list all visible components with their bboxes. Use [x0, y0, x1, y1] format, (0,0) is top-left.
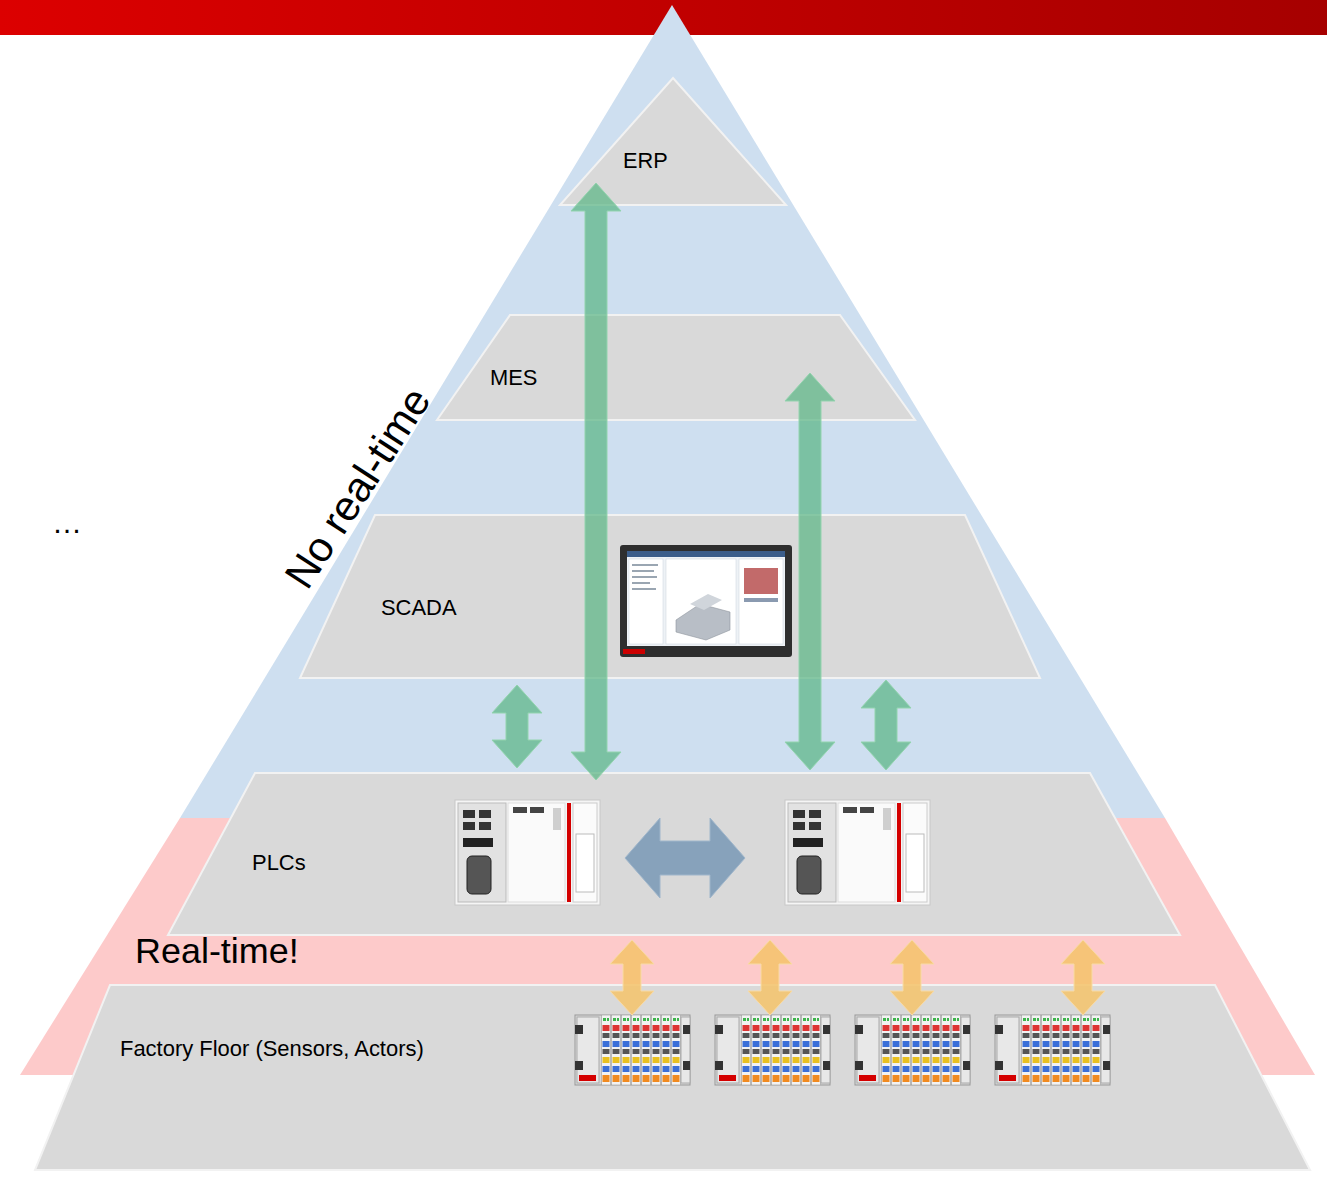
plc-device	[455, 800, 600, 905]
layer-label-holder: MES	[490, 365, 909, 390]
io-terminal	[995, 1015, 1110, 1085]
flow-arrow	[785, 373, 835, 770]
screen-panel	[629, 559, 663, 644]
note-label-holder: …	[52, 506, 82, 541]
region-band: No real-timeERPMESSCADA	[180, 5, 1165, 818]
screen-line	[632, 564, 658, 566]
flow-arrow	[748, 940, 792, 1015]
screen-badge	[623, 649, 645, 654]
region-band-shape	[180, 5, 1165, 818]
layer-label-holder: SCADA	[381, 595, 1034, 620]
region-label-holder: Real-time!	[135, 930, 1309, 971]
plc-exchange-arrow	[625, 818, 745, 898]
flow-arrow	[861, 680, 911, 770]
note-label: …	[52, 506, 82, 541]
layer-label-holder: PLCs	[252, 850, 1174, 875]
pyramid-layer-shape	[300, 515, 1040, 678]
screen-bezel	[620, 545, 792, 657]
io-terminal	[715, 1015, 830, 1085]
layer-label-holder: ERP	[623, 149, 780, 174]
layer-label: Factory Floor (Sensors, Actors)	[120, 1036, 1304, 1061]
screen-line	[632, 582, 650, 584]
flow-arrow	[571, 183, 621, 780]
io-terminal	[855, 1015, 970, 1085]
layer-label: PLCs	[252, 850, 1174, 875]
color-picker	[744, 568, 778, 594]
screen-panel	[739, 559, 783, 644]
pyramid-layer: MES	[437, 315, 915, 420]
screen-line	[632, 588, 656, 590]
io-terminal	[575, 1015, 690, 1085]
layer-label: ERP	[623, 149, 780, 174]
region-label: Real-time!	[135, 930, 1309, 971]
screen-titlebar	[627, 551, 785, 557]
screen-line	[632, 570, 654, 572]
pyramid-layer-shape	[437, 315, 915, 420]
pyramid-layer: PLCs	[168, 773, 1180, 935]
flow-arrow	[610, 940, 654, 1015]
screen-line	[744, 598, 778, 602]
flow-arrow	[1061, 940, 1105, 1015]
screen-area	[627, 551, 785, 646]
flow-arrow	[492, 685, 542, 768]
pyramid-layer-shape	[35, 985, 1310, 1170]
machine-render	[690, 594, 722, 610]
screen-panel	[666, 559, 736, 644]
flow-arrow	[890, 940, 934, 1015]
layer-label-holder: Factory Floor (Sensors, Actors)	[120, 1036, 1304, 1061]
layer-label: SCADA	[381, 595, 1034, 620]
scada-screen	[620, 545, 792, 657]
plc-device	[785, 800, 930, 905]
screen-line	[632, 576, 657, 578]
pyramid-layer-shape	[168, 773, 1180, 935]
layer-label: MES	[490, 365, 909, 390]
